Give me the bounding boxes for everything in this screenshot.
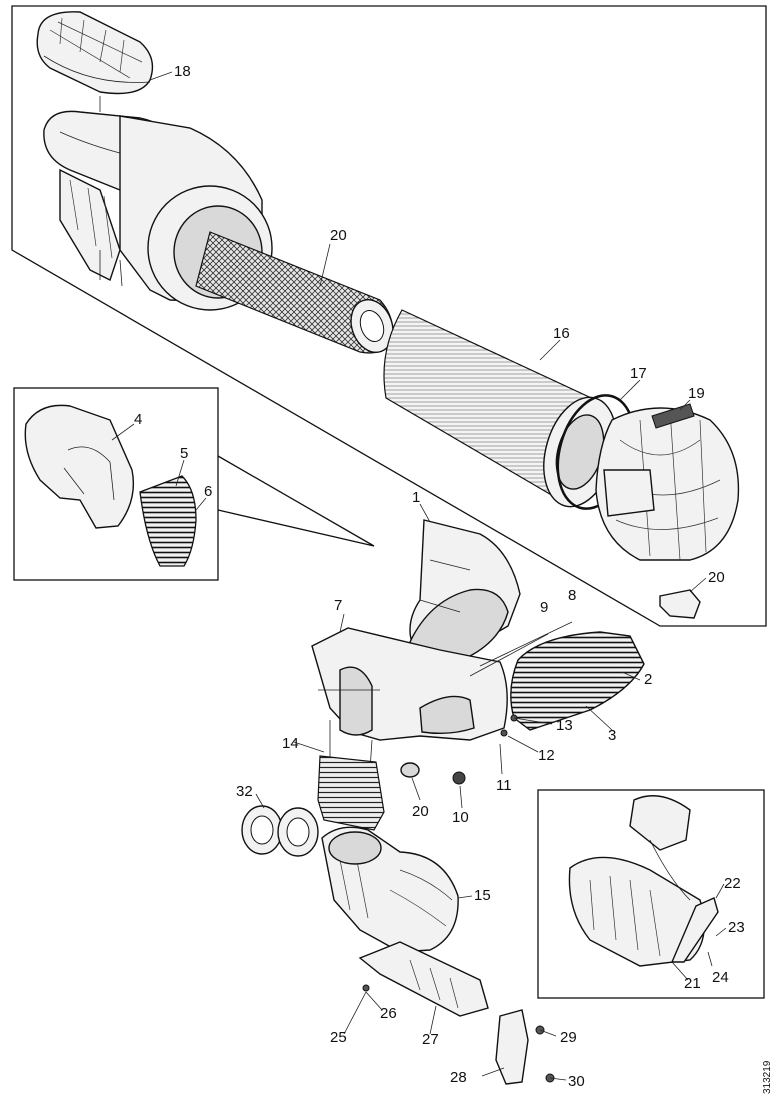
top-frame bbox=[11, 5, 767, 627]
detail-box-right bbox=[537, 789, 765, 999]
callout-20-lower: 20 bbox=[412, 803, 429, 820]
right-detail-assembly bbox=[568, 795, 719, 967]
callout-23: 22 bbox=[724, 875, 741, 892]
callout-25: 24 bbox=[712, 969, 729, 986]
callout-labels: 18 20 16 17 19 20 4 5 6 1 7 8 9 2 3 13 1… bbox=[134, 63, 745, 1090]
part-20-dust-valve bbox=[659, 589, 701, 619]
part-16-main-filter bbox=[383, 309, 617, 508]
callout-17: 17 bbox=[630, 365, 647, 382]
detail-box-left bbox=[13, 387, 219, 581]
part-14-hose bbox=[317, 755, 385, 831]
part-32-coupling bbox=[241, 805, 319, 857]
part-10-nut bbox=[452, 771, 466, 785]
callout-6: 6 bbox=[204, 483, 212, 500]
callout-31: 30 bbox=[568, 1073, 585, 1090]
callout-26: 25 bbox=[330, 1029, 347, 1046]
callout-8: 8 bbox=[568, 587, 576, 604]
callout-22: 21 bbox=[684, 975, 701, 992]
callout-30: 29 bbox=[560, 1029, 577, 1046]
part-20-grommet bbox=[400, 762, 420, 778]
callout-7: 7 bbox=[334, 597, 342, 614]
callout-9: 9 bbox=[540, 599, 548, 616]
callout-11: 11 bbox=[496, 777, 512, 794]
callout-3: 3 bbox=[608, 727, 616, 744]
callout-20-upper: 20 bbox=[708, 569, 725, 586]
part-21-safety-filter bbox=[195, 231, 394, 354]
part-15-lower-filter bbox=[321, 826, 459, 953]
callout-16: 16 bbox=[553, 325, 570, 342]
part-28-support-frame bbox=[358, 941, 489, 1017]
callout-13: 13 bbox=[556, 717, 573, 734]
part-4-cover bbox=[24, 404, 135, 529]
callout-1: 1 bbox=[412, 489, 420, 506]
callout-10: 10 bbox=[452, 809, 469, 826]
part-7-intake-duct bbox=[311, 627, 508, 776]
part-29-bracket bbox=[495, 1009, 529, 1085]
callout-21: 20 bbox=[330, 227, 347, 244]
callout-12: 12 bbox=[538, 747, 555, 764]
part-1-mounting-bracket bbox=[409, 519, 521, 662]
part-2-side-grille bbox=[510, 631, 645, 731]
reference-code: 313219 bbox=[762, 1060, 773, 1094]
callout-4: 4 bbox=[134, 411, 142, 428]
callout-32: 32 bbox=[236, 783, 253, 800]
callout-29: 28 bbox=[450, 1069, 467, 1086]
callout-27: 26 bbox=[380, 1005, 397, 1022]
part-5-grille bbox=[139, 475, 197, 567]
callout-24: 23 bbox=[728, 919, 745, 936]
callout-5: 5 bbox=[180, 445, 188, 462]
callout-15: 15 bbox=[474, 887, 491, 904]
callout-2: 2 bbox=[644, 671, 652, 688]
callout-28: 27 bbox=[422, 1031, 439, 1048]
leader-lines bbox=[111, 71, 727, 1081]
callout-19: 19 bbox=[688, 385, 705, 402]
part-19-end-cover bbox=[595, 403, 740, 561]
callout-18: 18 bbox=[174, 63, 191, 80]
callout-14: 14 bbox=[282, 735, 299, 752]
part-18-inlet-cap bbox=[36, 11, 154, 95]
